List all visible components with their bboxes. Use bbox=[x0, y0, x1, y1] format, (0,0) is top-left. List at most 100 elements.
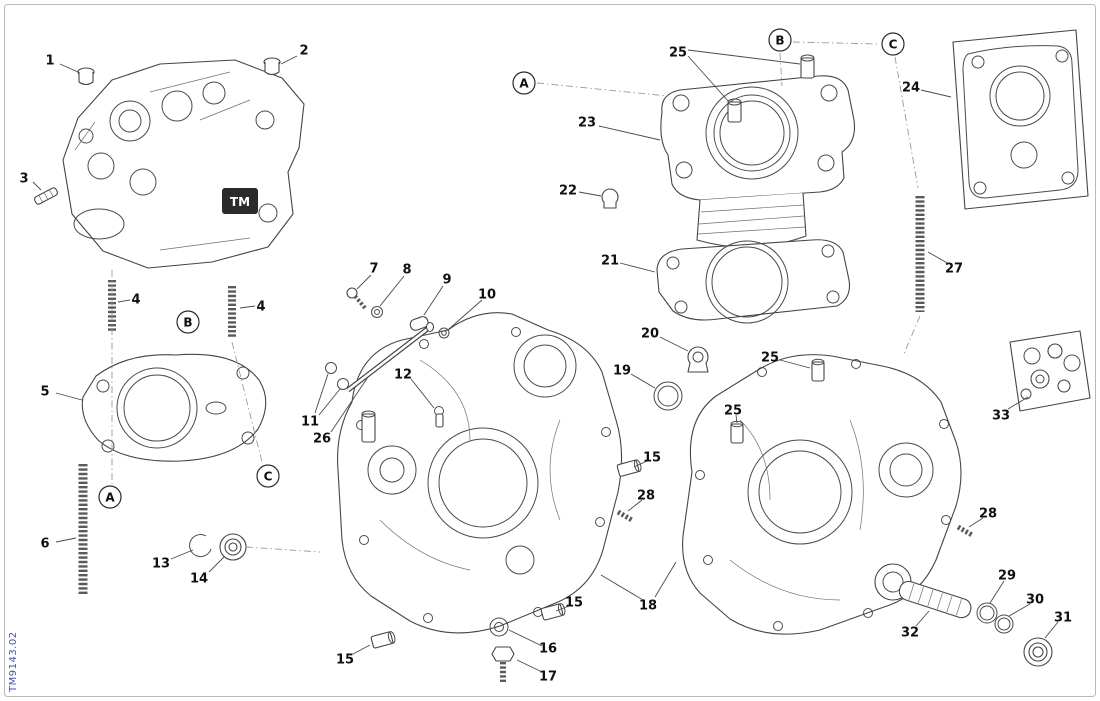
callout-22: 22 bbox=[559, 184, 577, 199]
dowel-pin-3 bbox=[34, 187, 58, 205]
callout-23: 23 bbox=[578, 116, 596, 131]
callout-3: 3 bbox=[19, 172, 28, 187]
leader-line-1 bbox=[59, 63, 79, 73]
leader-line-33 bbox=[1007, 396, 1029, 410]
leader-line-16 bbox=[508, 629, 543, 647]
callout-5: 5 bbox=[40, 385, 49, 400]
washer-16 bbox=[489, 617, 509, 637]
letter-ref-circle bbox=[98, 485, 122, 509]
leader-line-28 bbox=[627, 499, 643, 512]
head-bolt-2 bbox=[263, 57, 281, 76]
letter-ref-A: A bbox=[512, 71, 536, 95]
leader-line-30 bbox=[1008, 603, 1031, 617]
callout-15: 15 bbox=[643, 451, 661, 466]
callout-28: 28 bbox=[637, 489, 655, 504]
callout-17: 17 bbox=[539, 670, 557, 685]
leader-line-5 bbox=[55, 392, 83, 401]
oil-strainer-tube-32 bbox=[898, 580, 972, 619]
letter-ref-C: C bbox=[881, 32, 905, 56]
callout-1: 1 bbox=[45, 54, 54, 69]
letter-ref-B: B bbox=[176, 310, 200, 334]
tm-logo bbox=[222, 188, 258, 214]
letter-ref-A: A bbox=[98, 485, 122, 509]
leader-line-15 bbox=[555, 605, 570, 612]
washer-8 bbox=[371, 306, 383, 318]
leader-line-25 bbox=[687, 55, 730, 103]
leader-line-18 bbox=[600, 574, 644, 601]
callout-25: 25 bbox=[724, 404, 742, 419]
callout-8: 8 bbox=[402, 263, 411, 278]
cylinder-head: TM bbox=[62, 59, 305, 269]
leader-line-31 bbox=[1044, 621, 1059, 639]
leader-line-11 bbox=[318, 388, 341, 416]
callout-14: 14 bbox=[190, 572, 208, 587]
leader-line-10 bbox=[448, 299, 483, 330]
leader-line-19 bbox=[630, 373, 656, 389]
seal-kit bbox=[1009, 330, 1091, 412]
letter-ref-label: C bbox=[889, 38, 898, 52]
leader-line-22 bbox=[578, 191, 602, 197]
ring-10 bbox=[438, 327, 450, 339]
bearing-14 bbox=[219, 533, 247, 561]
letter-ref-B: B bbox=[768, 28, 792, 52]
callout-28: 28 bbox=[979, 507, 997, 522]
callout-15: 15 bbox=[565, 596, 583, 611]
jet-12 bbox=[434, 406, 444, 428]
letter-ref-label: A bbox=[105, 491, 115, 505]
leader-line-15 bbox=[352, 644, 371, 655]
callout-2: 2 bbox=[299, 44, 308, 59]
snap-ring-13 bbox=[189, 534, 212, 558]
spacer-9 bbox=[409, 316, 429, 331]
leader-line-25 bbox=[735, 414, 738, 424]
callout-29: 29 bbox=[998, 569, 1016, 584]
dowel-25c bbox=[811, 358, 825, 382]
o-ring-11b bbox=[337, 378, 349, 390]
leader-line-28 bbox=[968, 517, 984, 528]
callout-26: 26 bbox=[313, 432, 331, 447]
callout-9: 9 bbox=[442, 273, 451, 288]
callout-16: 16 bbox=[539, 642, 557, 657]
o-ring-29 bbox=[976, 602, 998, 624]
letter-ref-label: B bbox=[183, 316, 192, 330]
callout-27: 27 bbox=[945, 262, 963, 277]
oil-plug-20 bbox=[687, 346, 709, 373]
letter-ref-circle bbox=[512, 71, 536, 95]
callout-18: 18 bbox=[639, 599, 657, 614]
leader-line-12 bbox=[410, 378, 435, 409]
letter-ref-circle bbox=[881, 32, 905, 56]
callout-4: 4 bbox=[131, 293, 140, 308]
letter-ref-label: C bbox=[264, 470, 273, 484]
page-border bbox=[4, 4, 1096, 697]
leader-line-25 bbox=[779, 359, 811, 369]
seal-31 bbox=[1023, 637, 1053, 667]
letter-ref-circle bbox=[256, 464, 280, 488]
plug-22 bbox=[601, 188, 619, 209]
screw-28a bbox=[616, 509, 634, 523]
callout-6: 6 bbox=[40, 537, 49, 552]
leader-line-8 bbox=[379, 275, 405, 307]
leader-line-6 bbox=[55, 537, 77, 543]
callout-33: 33 bbox=[992, 409, 1010, 424]
left-crankcase-half bbox=[337, 312, 623, 634]
o-ring-11a bbox=[325, 362, 337, 374]
leader-line-9 bbox=[423, 285, 444, 316]
leader-line-20 bbox=[659, 336, 689, 352]
leader-line-26 bbox=[330, 376, 369, 433]
leader-line-27 bbox=[927, 251, 950, 265]
callout-30: 30 bbox=[1026, 593, 1044, 608]
callout-32: 32 bbox=[901, 626, 919, 641]
callout-19: 19 bbox=[613, 364, 631, 379]
leader-line-4 bbox=[117, 299, 131, 303]
leader-line-4 bbox=[239, 305, 256, 309]
callout-12: 12 bbox=[394, 368, 412, 383]
oil-drain-bolt-17 bbox=[491, 646, 515, 683]
leader-line-13 bbox=[170, 549, 194, 560]
letter-ref-label: A bbox=[519, 77, 529, 91]
dowel-25d bbox=[730, 420, 744, 444]
letter-ref-label: B bbox=[775, 34, 784, 48]
o-ring-19 bbox=[653, 381, 683, 411]
leader-line-17 bbox=[516, 659, 543, 673]
dowel-15b bbox=[540, 603, 566, 621]
